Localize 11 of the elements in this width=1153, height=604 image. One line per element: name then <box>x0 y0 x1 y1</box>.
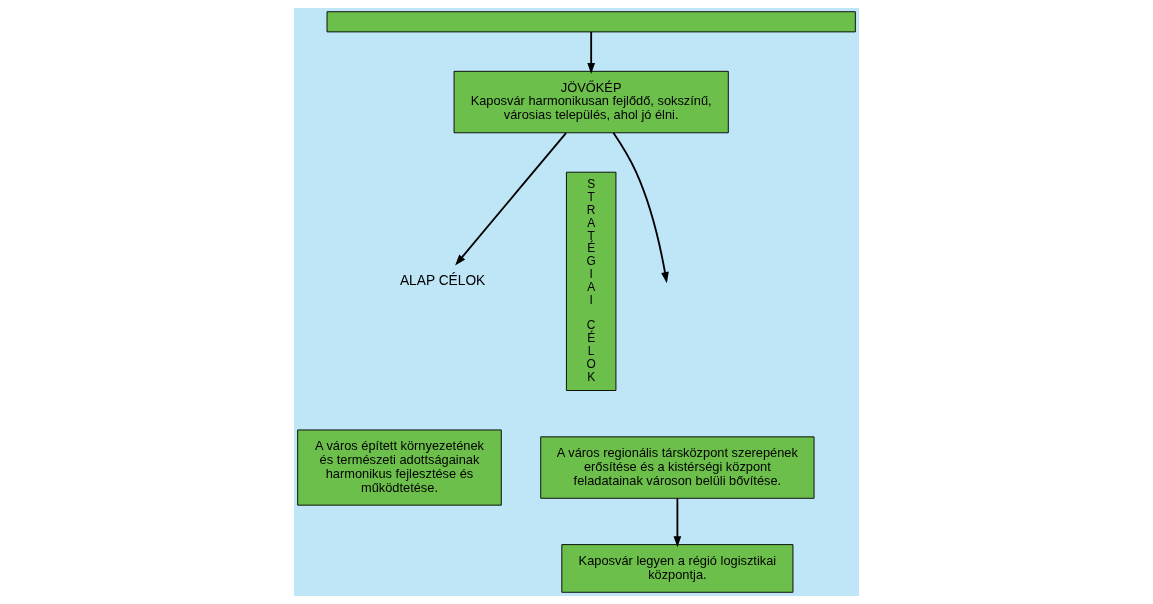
node-box: STRATÉGIAI CÉLOK <box>565 171 617 391</box>
node-box <box>326 11 856 33</box>
arrow <box>612 131 669 284</box>
node-box: A város regionális társközpont szerepének erősítése és a kistérségi központ feladatainak városon belüli bővítése. <box>540 436 815 499</box>
arrow <box>587 31 596 74</box>
arrow <box>455 132 567 266</box>
arrow <box>673 497 682 548</box>
node-text: ALAP CÉLOK <box>399 272 486 288</box>
node-box: JÖVŐKÉP Kaposvár harmonikusan fejlődő, sokszínű, városias település, ahol jó élni. <box>453 70 729 134</box>
node-box: A város épített környezetének és természeti adottságainak harmonikus fejlesztése és működtetése. <box>297 429 502 506</box>
node-box: Kaposvár legyen a régió logisztikai központja. <box>561 544 794 593</box>
